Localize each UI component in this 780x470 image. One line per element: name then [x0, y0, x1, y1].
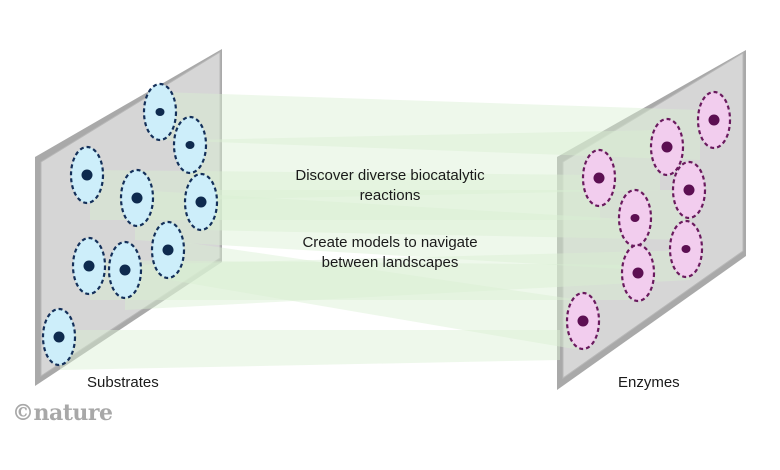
enzyme-cell-4 — [671, 160, 707, 220]
enzyme-nucleus-7 — [632, 267, 644, 279]
enzyme-nucleus-1 — [708, 114, 720, 126]
substrate-nucleus-3 — [81, 169, 93, 181]
connection-beams — [60, 92, 700, 370]
substrate-nucleus-6 — [162, 244, 174, 256]
substrate-cell-8 — [107, 240, 143, 300]
substrate-nucleus-8 — [119, 264, 131, 276]
substrate-cell-1 — [142, 82, 178, 142]
enzymes-panel-face — [562, 52, 744, 379]
beam-7 — [125, 250, 690, 310]
beam-6 — [90, 260, 640, 300]
beam-8 — [170, 240, 580, 350]
enzymes-label: Enzymes — [618, 374, 680, 391]
substrate-nucleus-2 — [185, 141, 195, 149]
enzyme-cell-2 — [649, 117, 685, 177]
enzyme-cell-1 — [696, 90, 732, 150]
models-caption-line1: Create models to navigate — [302, 234, 478, 251]
substrate-nucleus-5 — [195, 196, 207, 208]
beam-4 — [135, 190, 640, 270]
enzyme-nucleus-2 — [661, 141, 673, 153]
enzyme-nucleus-8 — [577, 315, 589, 327]
models-caption: Create models to navigate between landsc… — [260, 233, 520, 273]
substrate-cell-7 — [71, 236, 107, 296]
substrate-cell-3 — [69, 145, 105, 205]
substrate-cell-4 — [119, 168, 155, 228]
substrate-nucleus-9 — [53, 331, 65, 343]
enzyme-cell-7 — [620, 243, 656, 303]
enzyme-nucleus-4 — [683, 184, 695, 196]
enzyme-nucleus-5 — [630, 214, 640, 222]
substrate-cell-5 — [183, 172, 219, 232]
substrate-nucleus-1 — [155, 108, 165, 116]
substrate-cell-9 — [41, 307, 77, 367]
beam-2 — [190, 130, 660, 200]
enzyme-nucleus-3 — [593, 172, 605, 184]
beam-9 — [60, 330, 560, 370]
substrate-cell-2 — [172, 115, 208, 175]
beam-1 — [160, 92, 700, 160]
enzyme-cells — [565, 90, 732, 351]
beam-5 — [200, 190, 690, 240]
discover-caption: Discover diverse biocatalytic reactions — [260, 166, 520, 206]
discover-caption-line2: reactions — [359, 187, 421, 204]
substrate-nucleus-7 — [83, 260, 95, 272]
models-caption-line2: between landscapes — [321, 254, 459, 271]
enzyme-cell-3 — [581, 148, 617, 208]
enzyme-cell-5 — [617, 188, 653, 248]
substrate-nucleus-4 — [131, 192, 143, 204]
beam-3 — [90, 170, 600, 220]
substrates-label: Substrates — [87, 374, 159, 391]
substrate-cell-6 — [150, 220, 186, 280]
nature-logo: ©nature — [12, 400, 113, 426]
enzyme-cell-8 — [565, 291, 601, 351]
enzyme-nucleus-6 — [681, 245, 691, 253]
substrate-cells — [41, 82, 219, 367]
discover-caption-line1: Discover diverse biocatalytic — [295, 167, 485, 184]
enzyme-cell-6 — [668, 219, 704, 279]
